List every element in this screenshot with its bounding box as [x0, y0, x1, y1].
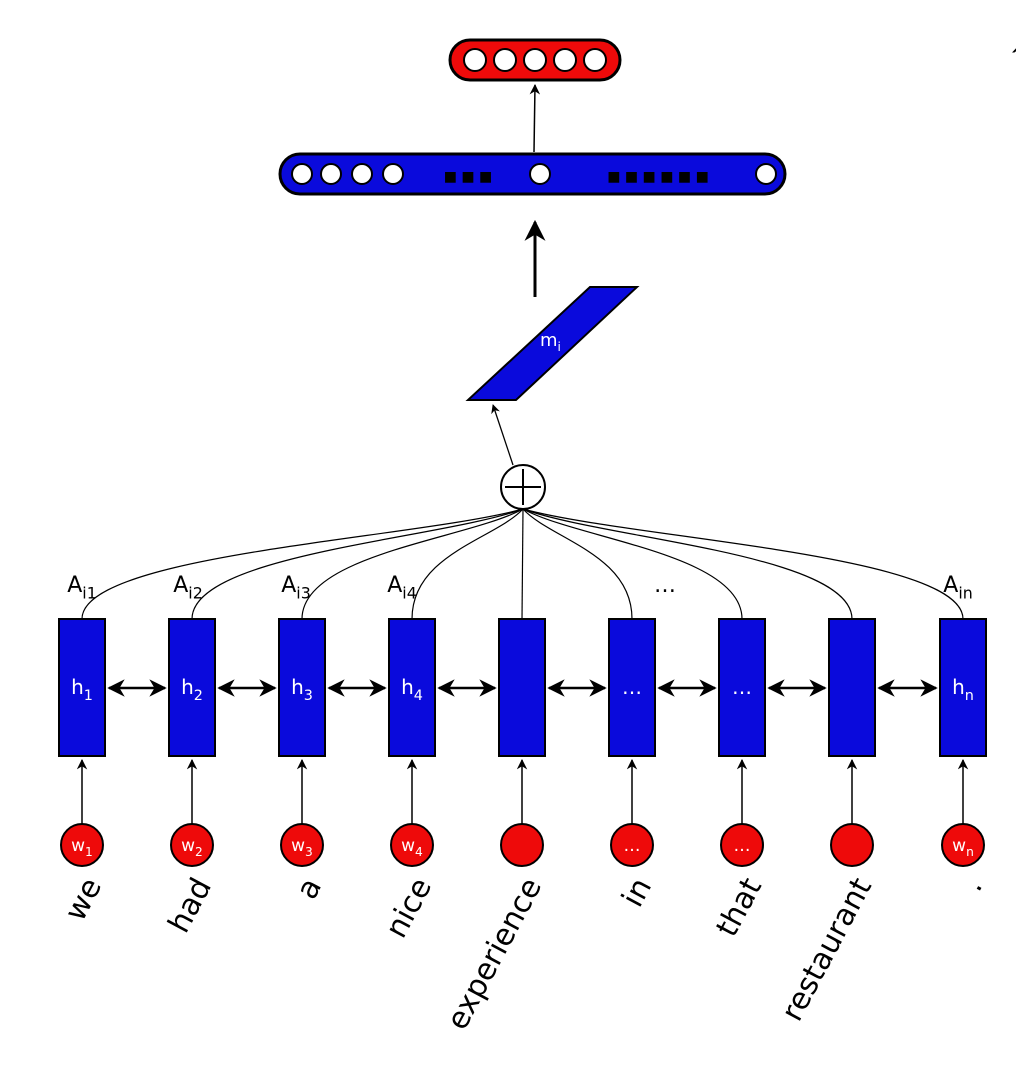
attention-curve — [522, 508, 633, 620]
memory-block: mi — [465, 286, 640, 401]
attention-curve — [522, 508, 743, 620]
concat-node — [291, 163, 313, 185]
token-label: had — [162, 872, 219, 938]
output-node — [583, 48, 607, 72]
hidden-state-label: … — [622, 675, 642, 699]
hidden-state-1 — [58, 618, 106, 757]
attention-weight-label: Ai3 — [281, 573, 311, 603]
attention-curve — [81, 508, 524, 620]
output-node — [493, 48, 517, 72]
concat-node — [529, 163, 551, 185]
word-node-1 — [60, 823, 104, 867]
hidden-state-3 — [278, 618, 326, 757]
concat-nodes — [291, 163, 777, 185]
hidden-state-label: … — [732, 675, 752, 699]
concat-node — [351, 163, 373, 185]
attention-weight-label: Ain — [943, 573, 973, 603]
word-node-label: … — [624, 836, 641, 856]
memory-label: mi — [540, 330, 561, 354]
token-label: nice — [379, 872, 439, 943]
hidden-state-5 — [498, 618, 546, 757]
word-node-5 — [500, 823, 544, 867]
attention-curve — [411, 508, 524, 620]
word-node-label: … — [734, 836, 751, 856]
concat-dots-right: ■ ■ ■ ■ ■ ■ — [607, 169, 709, 185]
hidden-state-4 — [388, 618, 436, 757]
token-label: experience — [440, 872, 549, 1035]
word-node-label: w4 — [401, 836, 423, 859]
hidden-state-label: hn — [952, 675, 974, 704]
hidden-state-9 — [939, 618, 987, 757]
concat-layer: ■ ■ ■ ■ ■ ■ ■ ■ ■ — [278, 152, 787, 196]
word-node-label: wn — [952, 836, 974, 859]
attention-weight-label: … — [654, 573, 676, 598]
word-node-3 — [280, 823, 324, 867]
output-node — [523, 48, 547, 72]
output-arrow — [529, 83, 541, 153]
hidden-state-label: h4 — [401, 675, 423, 704]
output-node — [553, 48, 577, 72]
word-node-6 — [610, 823, 654, 867]
hidden-state-label: h3 — [291, 675, 313, 704]
word-node-7 — [720, 823, 764, 867]
token-label: a — [290, 872, 330, 905]
attention-curve — [522, 508, 964, 620]
output-node — [463, 48, 487, 72]
corner-mark: ^ — [1010, 43, 1016, 67]
word-node-label: w2 — [181, 836, 203, 859]
token-label: that — [710, 872, 770, 942]
concat-node — [320, 163, 342, 185]
sum-to-memory-arrow — [491, 404, 514, 466]
output-nodes — [463, 48, 607, 72]
memory-vector — [465, 286, 640, 401]
token-label: we — [58, 872, 109, 926]
hidden-state-label: h2 — [181, 675, 203, 704]
attention-weight-label: Ai4 — [387, 573, 417, 603]
attention-labels-row: Ai1 Ai2 Ai3 Ai4 … Ain — [67, 573, 973, 603]
hidden-state-label: h1 — [71, 675, 93, 704]
attention-curve — [522, 508, 853, 620]
word-node-8 — [830, 823, 874, 867]
concat-node — [755, 163, 777, 185]
attention-curve — [191, 508, 524, 620]
attention-weight-label: Ai1 — [67, 573, 97, 603]
hidden-state-8 — [828, 618, 876, 757]
token-label: in — [615, 872, 659, 913]
attention-curve — [521, 508, 524, 620]
token-label: restaurant — [775, 872, 879, 1027]
word-node-4 — [390, 823, 434, 867]
word-node-label: w3 — [291, 836, 313, 859]
token-label: . — [955, 872, 990, 897]
word-nodes-row: w1 w2 w3 w4 … … wn — [60, 758, 985, 867]
concat-dots-left: ■ ■ ■ — [444, 169, 493, 185]
weighted-sum — [500, 464, 546, 510]
word-node-label: w1 — [71, 836, 93, 859]
word-node-9 — [941, 823, 985, 867]
attention-curve — [301, 508, 524, 620]
word-node-2 — [170, 823, 214, 867]
hidden-state-6 — [608, 618, 656, 757]
attention-weight-label: Ai2 — [173, 573, 203, 603]
output-layer — [448, 38, 622, 82]
hidden-states-row: h1 h2 h3 h4 … … hn — [58, 618, 987, 757]
concat-node — [382, 163, 404, 185]
hidden-state-7 — [718, 618, 766, 757]
hidden-state-2 — [168, 618, 216, 757]
attention-curves — [81, 508, 964, 620]
